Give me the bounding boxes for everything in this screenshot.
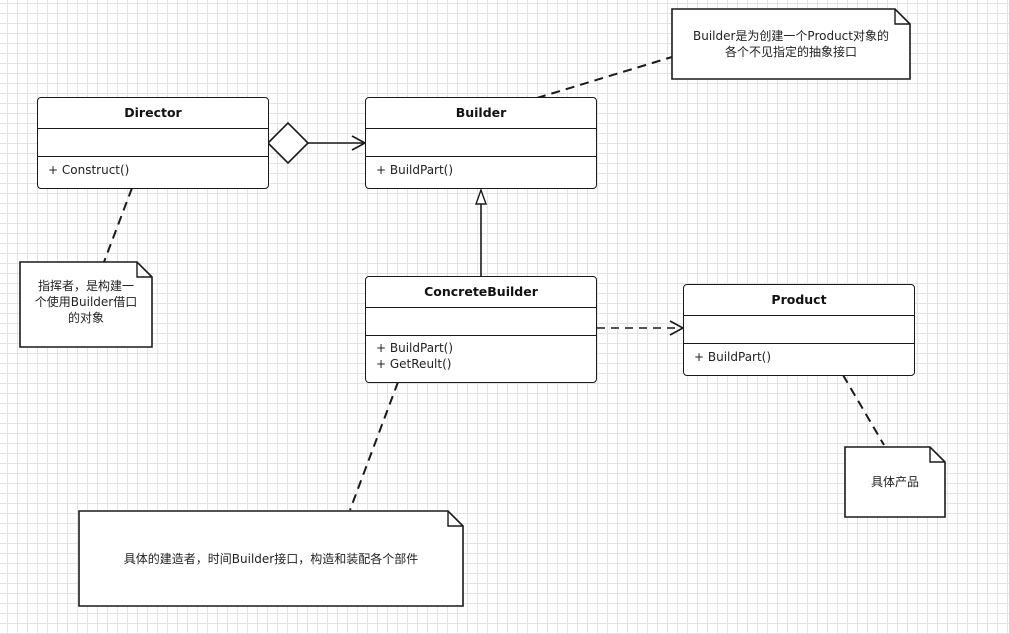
product-note: 具体产品 (844, 446, 946, 518)
operation: + Construct() (48, 163, 130, 177)
concrete-builder-note: 具体的建造者，时间Builder接口，构造和装配各个部件 (78, 510, 464, 607)
builder-note: Builder是为创建一个Product对象的 各个不见指定的抽象接口 (671, 8, 911, 80)
class-builder[interactable]: Builder + BuildPart() (365, 97, 597, 189)
note-line: 的对象 (67, 311, 104, 325)
note-line: 个使用Builder借口 (34, 295, 138, 309)
class-operations: + BuildPart() (366, 157, 596, 178)
class-attributes (366, 129, 596, 157)
class-attributes (366, 308, 596, 336)
note-line: Builder是为创建一个Product对象的 (692, 29, 889, 43)
operation: + BuildPart() (376, 163, 454, 177)
class-concrete-builder[interactable]: ConcreteBuilder + BuildPart() + GetReult… (365, 276, 597, 383)
note-shape (78, 510, 464, 607)
class-director[interactable]: Director + Construct() (37, 97, 269, 189)
director-note: 指挥者，是构建一 个使用Builder借口 的对象 (19, 261, 153, 348)
note-line: 具体产品 (870, 475, 919, 489)
class-operations: + Construct() (38, 157, 268, 178)
class-product[interactable]: Product + BuildPart() (683, 284, 915, 376)
builder-note-link (536, 56, 673, 99)
operation: + BuildPart() (694, 350, 772, 364)
inheritance-arrowhead (475, 187, 487, 205)
class-name: Builder (366, 98, 596, 129)
class-attributes (38, 129, 268, 157)
operation: + BuildPart() (376, 341, 454, 355)
note-line: 指挥者，是构建一 (37, 279, 134, 293)
note-shape (844, 446, 946, 518)
class-name: Director (38, 98, 268, 129)
director-note-link (103, 187, 133, 263)
class-name: Product (684, 285, 914, 316)
class-attributes (684, 316, 914, 344)
product-note-link (842, 374, 885, 446)
note-line: 具体的建造者，时间Builder接口，构造和装配各个部件 (123, 551, 419, 566)
note-shape (671, 8, 911, 80)
operation: + GetReult() (376, 357, 452, 371)
class-name: ConcreteBuilder (366, 277, 596, 308)
note-shape (19, 261, 153, 348)
aggregation-diamond (266, 121, 310, 165)
class-operations: + BuildPart() + GetReult() (366, 336, 596, 372)
class-operations: + BuildPart() (684, 344, 914, 365)
concrete-note-link (349, 381, 399, 511)
note-line: 各个不见指定的抽象接口 (724, 45, 857, 59)
